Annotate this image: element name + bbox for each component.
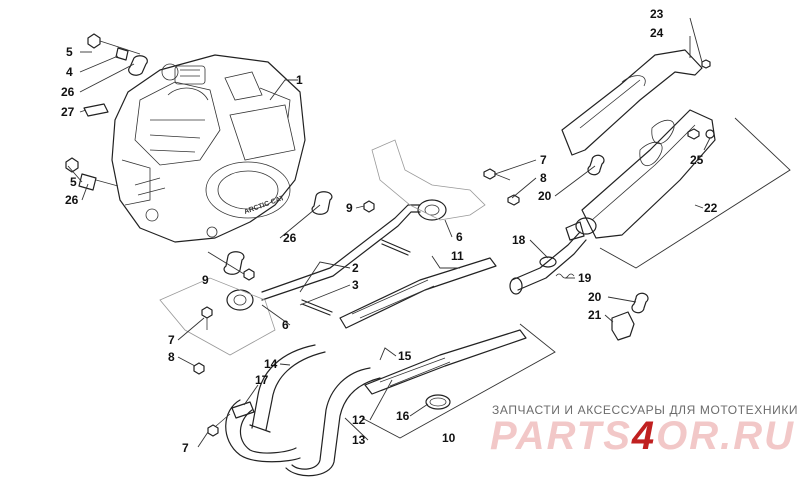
callout-leaders — [67, 17, 711, 448]
callout-13: 13 — [352, 433, 366, 447]
isolator-27 — [83, 103, 109, 117]
nut-20-upper — [587, 154, 605, 176]
gasket-17 — [231, 401, 255, 419]
head-pipe-2 — [261, 204, 421, 301]
flange-6-upper — [417, 199, 447, 221]
callout-15: 15 — [398, 349, 412, 363]
muffler-leader-frame — [599, 117, 791, 269]
callout-19: 19 — [578, 271, 592, 285]
callout-8-upper: 8 — [540, 171, 547, 185]
bushing-26-right — [311, 191, 333, 215]
callout-1: 1 — [296, 73, 303, 87]
bracket-upper — [371, 139, 486, 221]
callout-18: 18 — [512, 233, 526, 247]
callout-11: 11 — [451, 249, 464, 263]
callout-16: 16 — [396, 409, 410, 423]
callout-2: 2 — [352, 261, 359, 275]
callout-17: 17 — [255, 373, 269, 387]
callout-12: 12 — [352, 413, 366, 427]
spring-19 — [555, 273, 575, 279]
heat-shield-11 — [339, 257, 497, 329]
callout-25: 25 — [690, 153, 704, 167]
callout-5-lower: 5 — [70, 175, 77, 189]
engine: ARCTIC CAT — [111, 54, 306, 243]
callout-labels: 1 5 4 26 27 5 26 26 2 3 9 9 6 6 7 8 7 8 … — [61, 7, 718, 455]
callout-7-upper: 7 — [540, 153, 547, 167]
bolt-7-lower — [207, 413, 231, 437]
callout-23: 23 — [650, 7, 664, 21]
screw-23 — [701, 59, 711, 69]
muffler-shield-24 — [561, 49, 703, 156]
nut-20-lower — [631, 292, 649, 314]
heat-shield-15 — [364, 329, 527, 395]
mount-hardware-lower — [65, 157, 119, 191]
mount-hardware-upper — [87, 33, 148, 76]
callout-20-upper: 20 — [538, 189, 552, 203]
callout-24: 24 — [650, 26, 664, 40]
callout-9-lower: 9 — [202, 273, 209, 287]
callout-6-upper: 6 — [456, 230, 463, 244]
callout-9-upper: 9 — [346, 201, 353, 215]
bolt-8-mid — [193, 362, 205, 375]
pipe-leader-frame — [361, 323, 556, 439]
bolt-7-mid — [201, 306, 213, 330]
callout-5-upper: 5 — [66, 45, 73, 59]
callout-10: 10 — [442, 431, 456, 445]
callout-22: 22 — [704, 201, 718, 215]
mid-pipe-14 — [249, 344, 326, 433]
watermark-logo: PARTS4OR.RU — [490, 414, 796, 458]
bracket-lower — [159, 277, 276, 356]
callout-20-lower: 20 — [588, 290, 602, 304]
callout-7-mid: 7 — [168, 333, 175, 347]
callout-14: 14 — [264, 357, 278, 371]
callout-21: 21 — [588, 308, 602, 322]
watermark-tagline: ЗАПЧАСТИ И АКСЕССУАРЫ ДЛЯ МОТОТЕХНИКИ — [492, 403, 799, 417]
callout-7-lower: 7 — [182, 441, 189, 455]
bolt-7-upper — [483, 168, 511, 181]
callout-6-lower: 6 — [282, 318, 289, 332]
flange-6-lower — [226, 289, 254, 311]
callout-26-upper: 26 — [61, 85, 75, 99]
gasket-18 — [539, 256, 557, 268]
bushing-26-lower — [223, 251, 245, 275]
bolt-8-upper — [507, 194, 520, 206]
nut-9-upper — [363, 200, 375, 213]
callout-26-lower: 26 — [65, 193, 79, 207]
stud-3 — [301, 239, 411, 316]
bracket-21 — [611, 311, 635, 341]
callout-3: 3 — [352, 278, 359, 292]
nut-9-lower — [243, 268, 255, 281]
callout-8-mid: 8 — [168, 350, 175, 364]
callout-4: 4 — [66, 65, 73, 79]
callout-27: 27 — [61, 105, 75, 119]
mid-pipe-13 — [225, 367, 381, 477]
callout-26-right: 26 — [283, 231, 297, 245]
washer-25 — [687, 128, 715, 140]
clamp-16 — [425, 394, 451, 410]
